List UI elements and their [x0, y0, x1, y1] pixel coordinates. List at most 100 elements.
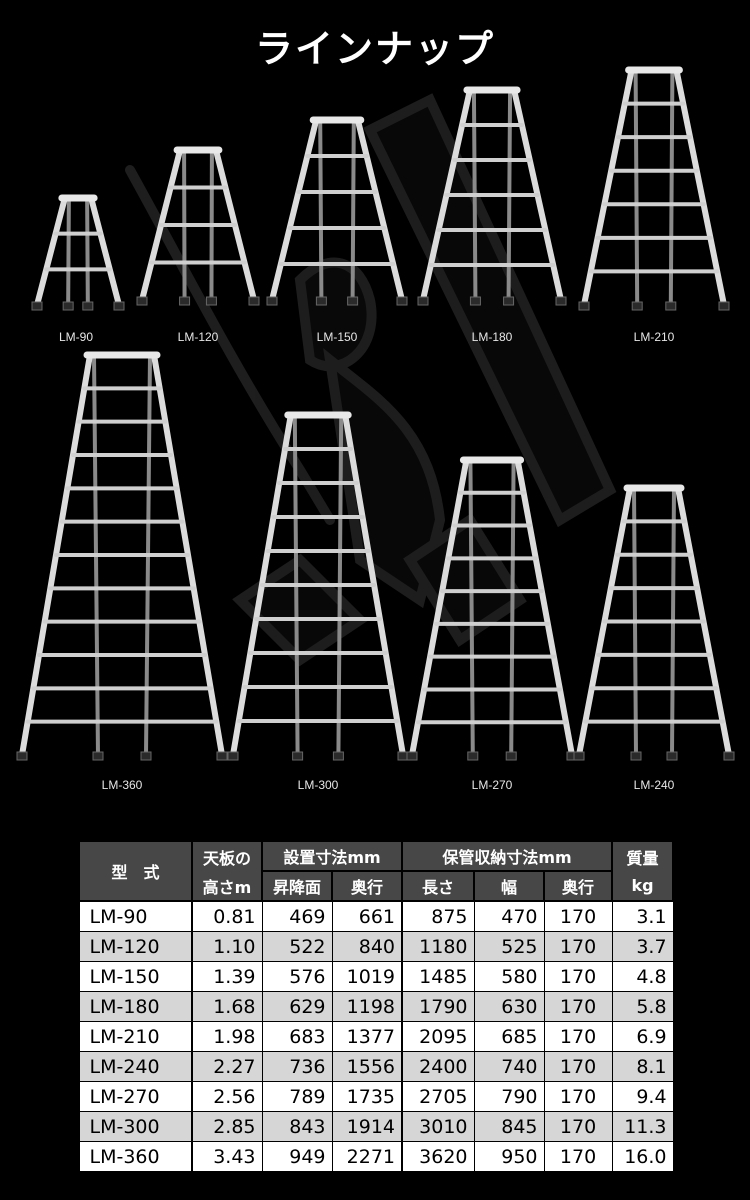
- table-cell: 1180: [401, 931, 475, 962]
- table-cell: 2.56: [191, 1081, 263, 1112]
- ladder-lm-120: [136, 146, 260, 306]
- table-cell: 843: [261, 1111, 333, 1142]
- table-cell: 576: [261, 961, 333, 992]
- table-cell: 875: [401, 900, 475, 932]
- ladder-lineup-illustration: [16, 66, 735, 761]
- ladder-lm-180: [417, 86, 567, 306]
- table-cell: LM-180: [78, 991, 193, 1022]
- table-cell: 630: [473, 991, 545, 1022]
- table-cell: 685: [473, 1021, 545, 1052]
- table-cell: 11.3: [611, 1111, 674, 1142]
- table-cell: LM-90: [78, 900, 193, 932]
- table-cell: 170: [543, 991, 613, 1022]
- table-cell: 16.0: [611, 1141, 674, 1172]
- table-cell: 4.8: [611, 961, 674, 992]
- table-cell: 840: [331, 931, 403, 962]
- ladder-lm-240: [573, 484, 735, 761]
- table-cell: 3.1: [611, 900, 674, 932]
- header-storage-width: 幅: [473, 870, 546, 902]
- table-cell: 736: [261, 1051, 333, 1082]
- table-cell: 1.39: [191, 961, 263, 992]
- table-cell: LM-210: [78, 1021, 193, 1052]
- ladder-label-lm-270: LM-270: [471, 778, 513, 792]
- ladder-lm-150: [266, 116, 408, 306]
- table-cell: 1.98: [191, 1021, 263, 1052]
- table-cell: 8.1: [611, 1051, 674, 1082]
- page-title: ラインナップ: [254, 27, 495, 71]
- table-cell: 6.9: [611, 1021, 674, 1052]
- table-cell: 683: [261, 1021, 333, 1052]
- header-setup-depth: 奥行: [330, 870, 404, 902]
- table-cell: 1914: [331, 1111, 403, 1142]
- table-cell: 1735: [331, 1081, 403, 1112]
- header-storage-depth: 奥行: [543, 870, 614, 902]
- table-cell: 170: [543, 931, 613, 962]
- table-cell: 1377: [331, 1021, 403, 1052]
- table-cell: 1485: [401, 961, 475, 992]
- table-cell: LM-300: [78, 1111, 193, 1142]
- table-cell: 845: [473, 1111, 545, 1142]
- table-cell: 3620: [401, 1141, 475, 1172]
- table-cell: 790: [473, 1081, 545, 1112]
- ladder-label-lm-120: LM-120: [177, 330, 219, 344]
- table-cell: 0.81: [191, 900, 263, 932]
- table-cell: 661: [331, 900, 403, 932]
- table-cell: 2095: [401, 1021, 475, 1052]
- table-cell: 1.68: [191, 991, 263, 1022]
- table-cell: 170: [543, 1111, 613, 1142]
- table-cell: 2.27: [191, 1051, 263, 1082]
- table-cell: 170: [543, 1141, 613, 1172]
- table-cell: 950: [473, 1141, 545, 1172]
- table-cell: 2271: [331, 1141, 403, 1172]
- header-height-line1: 天板の: [191, 840, 263, 871]
- table-cell: 5.8: [611, 991, 674, 1022]
- table-cell: 170: [543, 1021, 613, 1052]
- header-storage-length: 長さ: [401, 870, 476, 902]
- ladder-label-lm-180: LM-180: [471, 330, 513, 344]
- table-cell: 522: [261, 931, 333, 962]
- table-cell: 170: [543, 900, 613, 932]
- table-cell: 3.43: [191, 1141, 263, 1172]
- table-cell: 2705: [401, 1081, 475, 1112]
- table-cell: 470: [473, 900, 545, 932]
- ladder-label-lm-150: LM-150: [316, 330, 358, 344]
- table-cell: LM-120: [78, 931, 193, 962]
- ladder-label-lm-300: LM-300: [297, 778, 339, 792]
- table-cell: 469: [261, 900, 333, 932]
- table-cell: 1556: [331, 1051, 403, 1082]
- table-cell: 740: [473, 1051, 545, 1082]
- table-cell: LM-360: [78, 1141, 193, 1172]
- table-cell: 3010: [401, 1111, 475, 1142]
- table-cell: 1.10: [191, 931, 263, 962]
- table-cell: 3.7: [611, 931, 674, 962]
- table-cell: LM-240: [78, 1051, 193, 1082]
- table-cell: 525: [473, 931, 545, 962]
- ladder-lm-90: [31, 194, 125, 311]
- table-cell: 170: [543, 1081, 613, 1112]
- ladder-lm-210: [578, 66, 730, 311]
- header-height-line2: 高さm: [191, 871, 263, 902]
- table-cell: 580: [473, 961, 545, 992]
- spec-table: 型 式 天板の 設置寸法mm 保管収納寸法mm 質量 高さm 昇降面 奥行 長さ…: [78, 840, 675, 1172]
- table-cell: LM-270: [78, 1081, 193, 1112]
- ladder-lm-360: [16, 351, 228, 761]
- ladder-label-lm-240: LM-240: [633, 778, 675, 792]
- header-setup-face: 昇降面: [261, 870, 333, 902]
- table-cell: 1790: [401, 991, 475, 1022]
- table-cell: 2.85: [191, 1111, 263, 1142]
- ladder-label-lm-360: LM-360: [101, 778, 143, 792]
- header-storage: 保管収納寸法mm: [401, 840, 614, 872]
- table-cell: 789: [261, 1081, 333, 1112]
- ladder-lm-300: [227, 411, 409, 761]
- ladder-label-lm-210: LM-210: [633, 330, 675, 344]
- table-cell: 1019: [331, 961, 403, 992]
